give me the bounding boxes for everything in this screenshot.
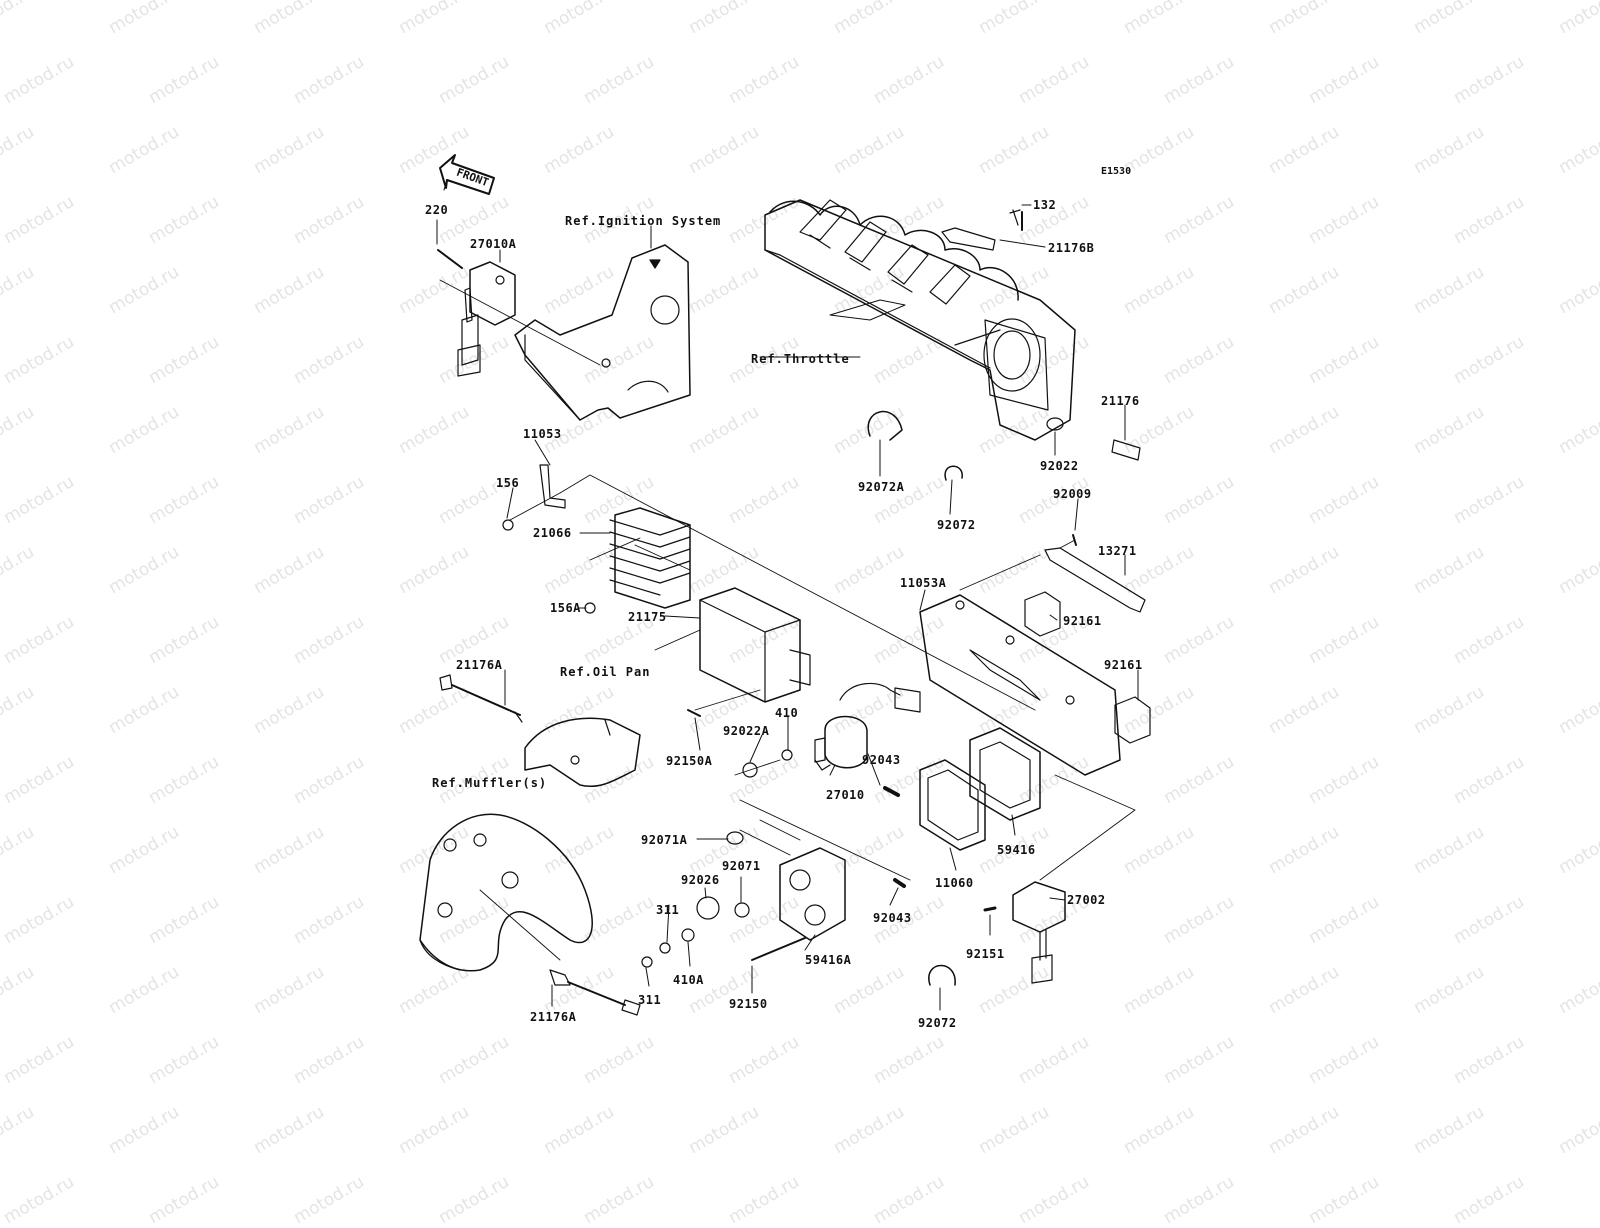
part-label-92043-b: 92043: [873, 911, 912, 925]
washer-410A-drawing: [681, 928, 695, 942]
sensor-27010A-drawing: [457, 261, 516, 377]
part-label-21175: 21175: [628, 610, 667, 624]
seal-92026-drawing: [696, 896, 720, 920]
oil-pan-drawing: [524, 717, 641, 787]
ref-throttle-label: Ref.Throttle: [751, 352, 850, 366]
bolt-92151-drawing: [983, 906, 997, 912]
part-label-220: 220: [425, 203, 449, 217]
ignition-bracket-drawing: [514, 244, 691, 421]
nut-311-a-drawing: [659, 942, 671, 954]
bolt-92150-drawing: [751, 937, 806, 961]
part-label-92161-a: 92161: [1063, 614, 1102, 628]
pin-92043-a-drawing: [883, 786, 900, 797]
part-label-92072-bottom: 92072: [918, 1016, 957, 1030]
part-label-21066: 21066: [533, 526, 572, 540]
clamp-92072-top-drawing: [944, 465, 963, 481]
bolt-156-drawing: [502, 519, 514, 531]
diagram-drawing: [419, 154, 1151, 1016]
sensor-21176B-drawing: [941, 209, 1021, 251]
part-label-21176B: 21176B: [1048, 241, 1095, 255]
part-label-92150: 92150: [729, 997, 768, 1011]
leader-lines: [436, 204, 1139, 1011]
ecu-21175-drawing: [699, 587, 811, 703]
part-label-59416: 59416: [997, 843, 1036, 857]
part-label-21176A-top: 21176A: [456, 658, 503, 672]
part-label-92071: 92071: [722, 859, 761, 873]
part-label-410A: 410A: [673, 973, 704, 987]
plate-11053A-drawing: [919, 594, 1121, 776]
part-label-92022A: 92022A: [723, 724, 770, 738]
part-label-21176: 21176: [1101, 394, 1140, 408]
part-label-311-b: 311: [638, 993, 662, 1007]
washer-410-drawing: [781, 749, 793, 761]
part-label-92072-top: 92072: [937, 518, 976, 532]
ref-ignition-label: Ref.Ignition System: [565, 214, 722, 228]
bolt-220-drawing: [437, 249, 463, 269]
sensor-21176-drawing: [1046, 417, 1141, 461]
bracket-11053-drawing: [539, 464, 566, 509]
part-label-92161-b: 92161: [1104, 658, 1143, 672]
ref-oil-pan-label: Ref.Oil Pan: [560, 665, 651, 679]
diagram-code: E1530: [1101, 166, 1132, 177]
part-label-21176A-bottom: 21176A: [530, 1010, 577, 1024]
ref-muffler-label: Ref.Muffler(s): [432, 776, 548, 790]
part-label-92072A: 92072A: [858, 480, 905, 494]
part-label-13271: 13271: [1098, 544, 1137, 558]
muffler-drawing: [419, 813, 593, 972]
part-label-27010: 27010: [826, 788, 865, 802]
block-92161-a-drawing: [1024, 591, 1061, 637]
sensor-21176A-bottom-drawing: [549, 969, 641, 1016]
throttle-body-drawing: [764, 199, 1076, 441]
clamp-92072A-drawing: [867, 410, 903, 441]
relay-27002-drawing: [1012, 881, 1066, 984]
part-label-11053A: 11053A: [900, 576, 947, 590]
part-label-92043-a: 92043: [862, 753, 901, 767]
part-label-311-a: 311: [656, 903, 680, 917]
grommet-92071-drawing: [734, 902, 750, 918]
plug-92071A-drawing: [726, 831, 744, 845]
regulator-21066-drawing: [609, 507, 691, 609]
sensor-21176A-top-drawing: [439, 674, 523, 723]
housing-59416A-drawing: [779, 847, 846, 941]
part-label-59416A: 59416A: [805, 953, 852, 967]
part-label-27010A: 27010A: [470, 237, 517, 251]
part-label-92150A: 92150A: [666, 754, 713, 768]
assembly-guide-lines: [439, 279, 1136, 961]
block-92161-b-drawing: [1114, 696, 1151, 744]
part-label-92022: 92022: [1040, 459, 1079, 473]
front-arrow-icon: [439, 154, 495, 195]
part-label-156A: 156A: [550, 601, 581, 615]
part-label-11053: 11053: [523, 427, 562, 441]
part-label-156: 156: [496, 476, 520, 490]
washer-92022A-drawing: [742, 762, 758, 778]
part-label-92026: 92026: [681, 873, 720, 887]
part-label-410: 410: [775, 706, 799, 720]
nut-311-b-drawing: [641, 956, 653, 968]
bolt-92150A-drawing: [687, 709, 701, 717]
actuator-27010-drawing: [814, 682, 921, 771]
part-label-27002: 27002: [1067, 893, 1106, 907]
clamp-92072-bottom-drawing: [928, 964, 956, 986]
part-label-92071A: 92071A: [641, 833, 688, 847]
part-label-132: 132: [1033, 198, 1057, 212]
part-label-92151: 92151: [966, 947, 1005, 961]
gasket-11060-drawing: [919, 759, 986, 851]
part-label-92009: 92009: [1053, 487, 1092, 501]
cover-59416-drawing: [969, 727, 1041, 821]
part-label-11060: 11060: [935, 876, 974, 890]
pin-92043-b-drawing: [893, 878, 906, 888]
